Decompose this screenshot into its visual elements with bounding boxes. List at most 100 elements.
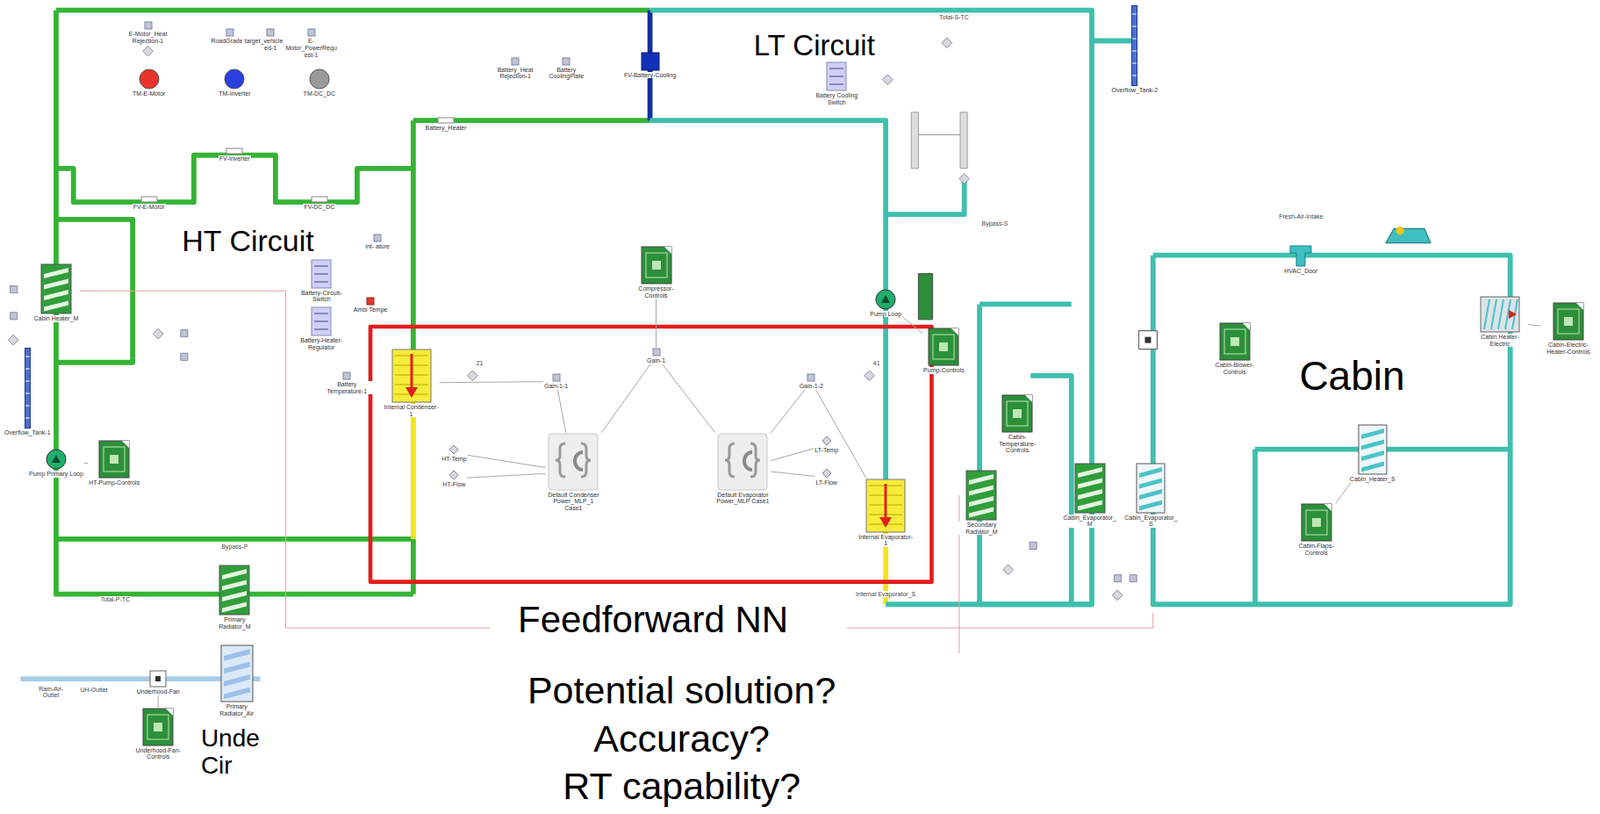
switch-block bbox=[311, 259, 331, 288]
controller-block bbox=[99, 440, 130, 478]
controller-block: Cabin-Temperature-Controls bbox=[989, 394, 1046, 454]
flow-volume-icon bbox=[225, 147, 244, 155]
component-label: Battery_Heater bbox=[424, 124, 468, 132]
switch-block-icon bbox=[825, 61, 847, 92]
heat-exchanger bbox=[1358, 424, 1387, 474]
signal-connector bbox=[467, 454, 546, 467]
lt-pipe bbox=[885, 178, 965, 215]
component-label: FV-Battery-Cooling bbox=[623, 71, 677, 79]
ht-pipe bbox=[56, 7, 651, 14]
controller-corner bbox=[664, 246, 672, 254]
signal-connector bbox=[662, 364, 716, 433]
internal-heat-exchanger bbox=[866, 479, 905, 532]
component-label: Battery Temperature-1 bbox=[318, 380, 375, 395]
signal-connector bbox=[601, 364, 651, 433]
brace-symbol bbox=[581, 443, 591, 477]
flow-arrow-head bbox=[1508, 309, 1517, 319]
controller-block-icon bbox=[927, 327, 960, 366]
controller-corner bbox=[165, 708, 173, 716]
flow-volume: Battery_Heater bbox=[424, 116, 468, 132]
heat-exchanger-fin bbox=[43, 279, 69, 290]
flow-arrow bbox=[409, 353, 413, 389]
overflow-tank-icon bbox=[24, 347, 31, 429]
pipe-label: Total-S-TC bbox=[938, 14, 969, 22]
component-label: Gain-1-2 bbox=[798, 382, 825, 390]
heat-exchanger bbox=[1075, 463, 1105, 513]
switch-bar bbox=[960, 112, 968, 169]
heat-exchanger-fin bbox=[43, 301, 69, 312]
parameter-block bbox=[562, 57, 570, 65]
signal-connector bbox=[1528, 324, 1541, 326]
tank-mark bbox=[25, 392, 30, 394]
component-label: Secondary Radiator_M bbox=[953, 521, 1010, 535]
controller-block bbox=[918, 273, 933, 320]
switch-bar bbox=[911, 112, 919, 169]
controller-block: HT-Pump-Controls bbox=[87, 439, 141, 487]
tank-mark bbox=[1132, 14, 1137, 15]
controller-block bbox=[1219, 322, 1250, 360]
nn-code-block bbox=[717, 433, 768, 490]
sensor-diamond bbox=[143, 45, 154, 57]
controller-chip bbox=[1312, 517, 1321, 527]
internal-heat-exchanger: Internal Condenser-1 bbox=[383, 348, 440, 417]
sensor-block-icon bbox=[365, 296, 375, 306]
heat-exchanger-fin bbox=[1361, 428, 1385, 439]
switch-block-icon bbox=[310, 306, 332, 337]
parameter-block: Battery Temperature-1 bbox=[318, 371, 375, 395]
flow-volume-icon bbox=[310, 195, 329, 203]
parameter-block: int- ature bbox=[364, 233, 391, 251]
component-label: Ram-Air-Outlet bbox=[35, 685, 67, 699]
parameter-block: E-Motor_Heat Rejection-1 bbox=[120, 21, 177, 44]
parameter-block bbox=[552, 373, 560, 381]
internal-heat-exchanger: Internal Evaporator-1 bbox=[857, 478, 914, 547]
switch-block-icon bbox=[310, 258, 332, 289]
signal-wire bbox=[846, 612, 1154, 628]
circuit-title: LT Circuit bbox=[753, 29, 876, 62]
controller-circuit bbox=[1557, 308, 1579, 334]
sensor-diamond bbox=[1112, 589, 1123, 601]
sun-icon bbox=[1395, 226, 1404, 235]
heat-exchanger-fin bbox=[1139, 477, 1163, 488]
lt-pipe bbox=[1030, 375, 1072, 604]
component-label: Cabin_Heater_S bbox=[1348, 475, 1397, 483]
lt-pipe bbox=[650, 120, 887, 480]
tank-mark bbox=[1132, 38, 1137, 40]
heat-exchanger-fin bbox=[1077, 477, 1103, 488]
controller-circuit bbox=[1006, 401, 1028, 426]
component-label: HVAC_Door bbox=[1283, 267, 1319, 275]
component-label: Cabin_Evaporator_S bbox=[1122, 514, 1179, 528]
heat-exchanger-fin bbox=[1139, 499, 1163, 510]
signal-connector bbox=[655, 299, 657, 348]
component-label: FV-E-Motor bbox=[132, 203, 166, 211]
parameter-block: Battery_Heat Rejection-1 bbox=[487, 57, 544, 80]
signal-connector bbox=[770, 471, 815, 476]
thermal-mass bbox=[309, 69, 330, 89]
parameter-block bbox=[652, 348, 661, 356]
controller-chip bbox=[1012, 408, 1022, 418]
internal-heat-exchanger-icon bbox=[865, 478, 906, 533]
tank-mark bbox=[1132, 75, 1137, 77]
parameter-block: Gain-1-2 bbox=[798, 373, 825, 390]
component-label: E-Motor_PowerRequest-1 bbox=[283, 37, 340, 58]
parameter-block bbox=[180, 330, 188, 338]
component-label: TM-E-Motor bbox=[131, 90, 166, 98]
parameter-block bbox=[144, 21, 152, 29]
component-label: Cabin-Electric-Heater-Controls bbox=[1540, 341, 1597, 355]
pump bbox=[46, 449, 66, 469]
controller-block: Pump-Controls bbox=[922, 327, 966, 374]
lt-pipe bbox=[979, 303, 1092, 604]
cabin-duct bbox=[1153, 255, 1511, 605]
question-line: Accuracy? bbox=[592, 717, 771, 760]
radiator-air bbox=[221, 645, 253, 702]
pump-icon bbox=[45, 448, 67, 470]
radiator-air: Primary Radiator_Air bbox=[208, 644, 266, 717]
heat-exchanger-fin bbox=[1077, 488, 1103, 500]
heat-exchanger bbox=[41, 264, 72, 314]
component-label: Gain-1-1 bbox=[543, 382, 569, 390]
component-label: Cabin-Blower-Controls bbox=[1206, 361, 1263, 375]
controller-block: Underhood-Fan-Controls bbox=[129, 707, 187, 761]
ht-pipe bbox=[56, 536, 414, 542]
heat-exchanger-icon bbox=[218, 564, 251, 616]
sensor-diamond: HT-Flow bbox=[441, 469, 467, 488]
controller-block bbox=[1553, 302, 1584, 340]
